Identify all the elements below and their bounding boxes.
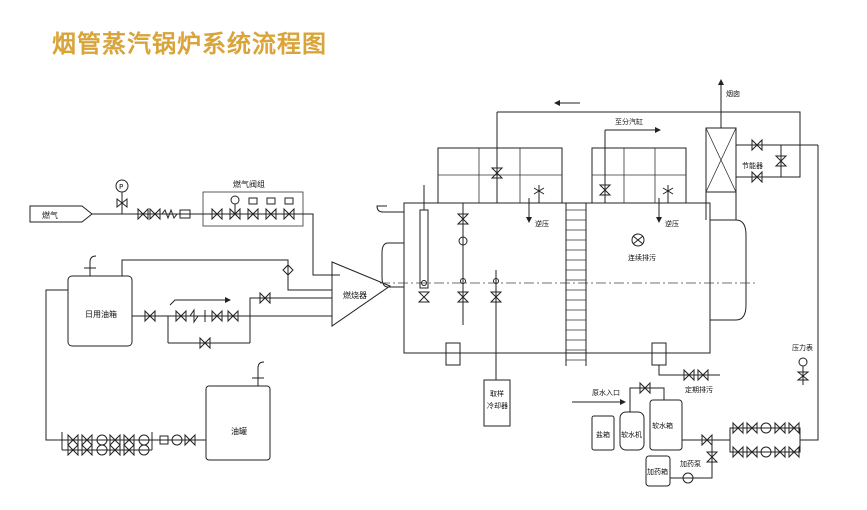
boiler-shell: [380, 202, 755, 366]
svg-text:取样: 取样: [490, 389, 504, 398]
gas-line-valve-icon: [137, 207, 191, 221]
daily-oil-tank: 日用油箱: [67, 255, 133, 347]
svg-text:冷却器: 冷却器: [487, 401, 508, 410]
water-level-gauge-icon: [376, 185, 431, 303]
svg-text:压力表: 压力表: [792, 343, 813, 352]
steam-header-left: 逆压: [437, 112, 563, 228]
water-treatment: 原水入口 盐箱 软水机 软水箱 加药箱 加药泵: [572, 381, 720, 487]
economizer-label: 节能器: [742, 161, 763, 170]
to-sub-cylinder-label: 至分汽缸: [615, 117, 643, 126]
gas-pressure-gauge-icon: P: [115, 179, 129, 214]
economizer: 节能器 烟囱: [705, 79, 763, 220]
svg-text:加药泵: 加药泵: [680, 459, 701, 468]
pressure-gauge-right-icon: 压力表: [792, 343, 813, 385]
steam-header-right: 逆压: [591, 130, 687, 228]
gas-valve-group-label: 燃气阀组: [233, 179, 265, 189]
oil-tank-label: 油罐: [231, 426, 247, 436]
svg-text:软水机: 软水机: [621, 430, 642, 439]
shell-valves-icon: [456, 203, 503, 380]
svg-text:盐箱: 盐箱: [596, 430, 610, 439]
return-pressure-right-label: 逆压: [665, 219, 679, 228]
burner-label: 燃烧器: [343, 290, 367, 300]
gas-valve-group: 燃气阀组: [202, 179, 304, 227]
return-pressure-left-label: 逆压: [535, 219, 549, 228]
svg-text:P: P: [119, 183, 123, 191]
oil-pump-group-icon: [67, 433, 196, 457]
burner: 燃烧器: [331, 261, 392, 327]
continuous-blowdown-icon: 连续排污: [628, 233, 656, 262]
raw-water-inlet-label: 原水入口: [592, 388, 620, 397]
oil-tank: 油罐: [205, 361, 271, 461]
svg-text:连续排污: 连续排污: [628, 253, 656, 262]
sampling-cooler: 取样 冷却器: [483, 379, 511, 427]
daily-oil-tank-label: 日用油箱: [85, 309, 117, 319]
svg-text:加药箱: 加药箱: [647, 467, 668, 476]
chimney-label: 烟囱: [726, 89, 740, 98]
periodic-blowdown-icon: 定期排污: [658, 365, 720, 394]
feed-pump-group-icon: [720, 421, 801, 459]
page-title: 烟管蒸汽锅炉系统流程图: [52, 30, 327, 58]
gas-label: 燃气: [42, 210, 58, 220]
svg-text:软水箱: 软水箱: [652, 421, 673, 430]
gas-inlet: 燃气: [29, 205, 210, 223]
svg-text:定期排污: 定期排污: [685, 385, 713, 394]
